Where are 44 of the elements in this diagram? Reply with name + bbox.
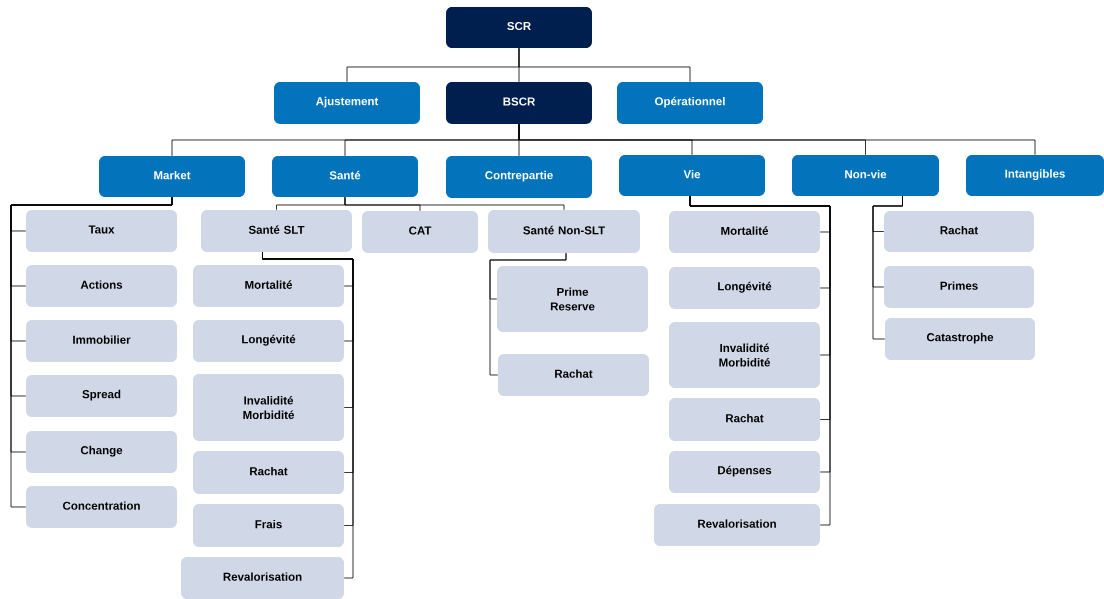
item-box: Invalidité Morbidité [669, 322, 820, 388]
connector-line [518, 47, 691, 83]
item-box: Santé Non-SLT [488, 210, 640, 253]
item-box: Prime Reserve [497, 266, 648, 332]
connector-line [344, 196, 565, 211]
item-box: Rachat [498, 354, 649, 396]
item-box: Frais [193, 504, 344, 547]
item-box: Revalorisation [654, 504, 820, 546]
header-box: BSCR [446, 82, 592, 124]
item-box: Taux [26, 210, 177, 252]
item-box: Immobilier [26, 320, 177, 362]
item-box: Rachat [193, 451, 344, 494]
item-box: Concentration [26, 486, 177, 528]
category-box: Santé [272, 156, 418, 197]
item-box: Invalidité Morbidité [193, 374, 344, 441]
category-box: Non-vie [792, 155, 939, 196]
category-box: Opérationnel [617, 82, 763, 124]
connector-line [489, 252, 567, 376]
category-box: Contrepartie [446, 156, 592, 198]
item-box: Rachat [669, 398, 820, 441]
category-box: Ajustement [274, 82, 420, 124]
item-box: Mortalité [669, 211, 820, 253]
connector-line [872, 195, 903, 340]
item-box: Revalorisation [181, 557, 344, 599]
connector-line [689, 195, 831, 526]
connector-line [262, 251, 354, 579]
category-box: Intangibles [966, 155, 1104, 196]
item-box: Santé SLT [201, 210, 352, 252]
item-box: CAT [362, 211, 478, 253]
connector-line [10, 196, 173, 508]
connector-line [518, 123, 1036, 156]
item-box: Catastrophe [885, 318, 1035, 360]
item-box: Rachat [884, 211, 1034, 252]
item-box: Dépenses [669, 451, 820, 493]
item-box: Longévité [669, 267, 820, 309]
item-box: Change [26, 431, 177, 473]
category-box: Vie [619, 155, 765, 196]
item-box: Spread [26, 375, 177, 417]
item-box: Actions [26, 265, 177, 307]
item-box: Longévité [193, 320, 344, 362]
item-box: Primes [884, 266, 1034, 308]
item-box: Mortalité [193, 265, 344, 307]
header-box: SCR [446, 7, 592, 48]
category-box: Market [99, 156, 245, 197]
